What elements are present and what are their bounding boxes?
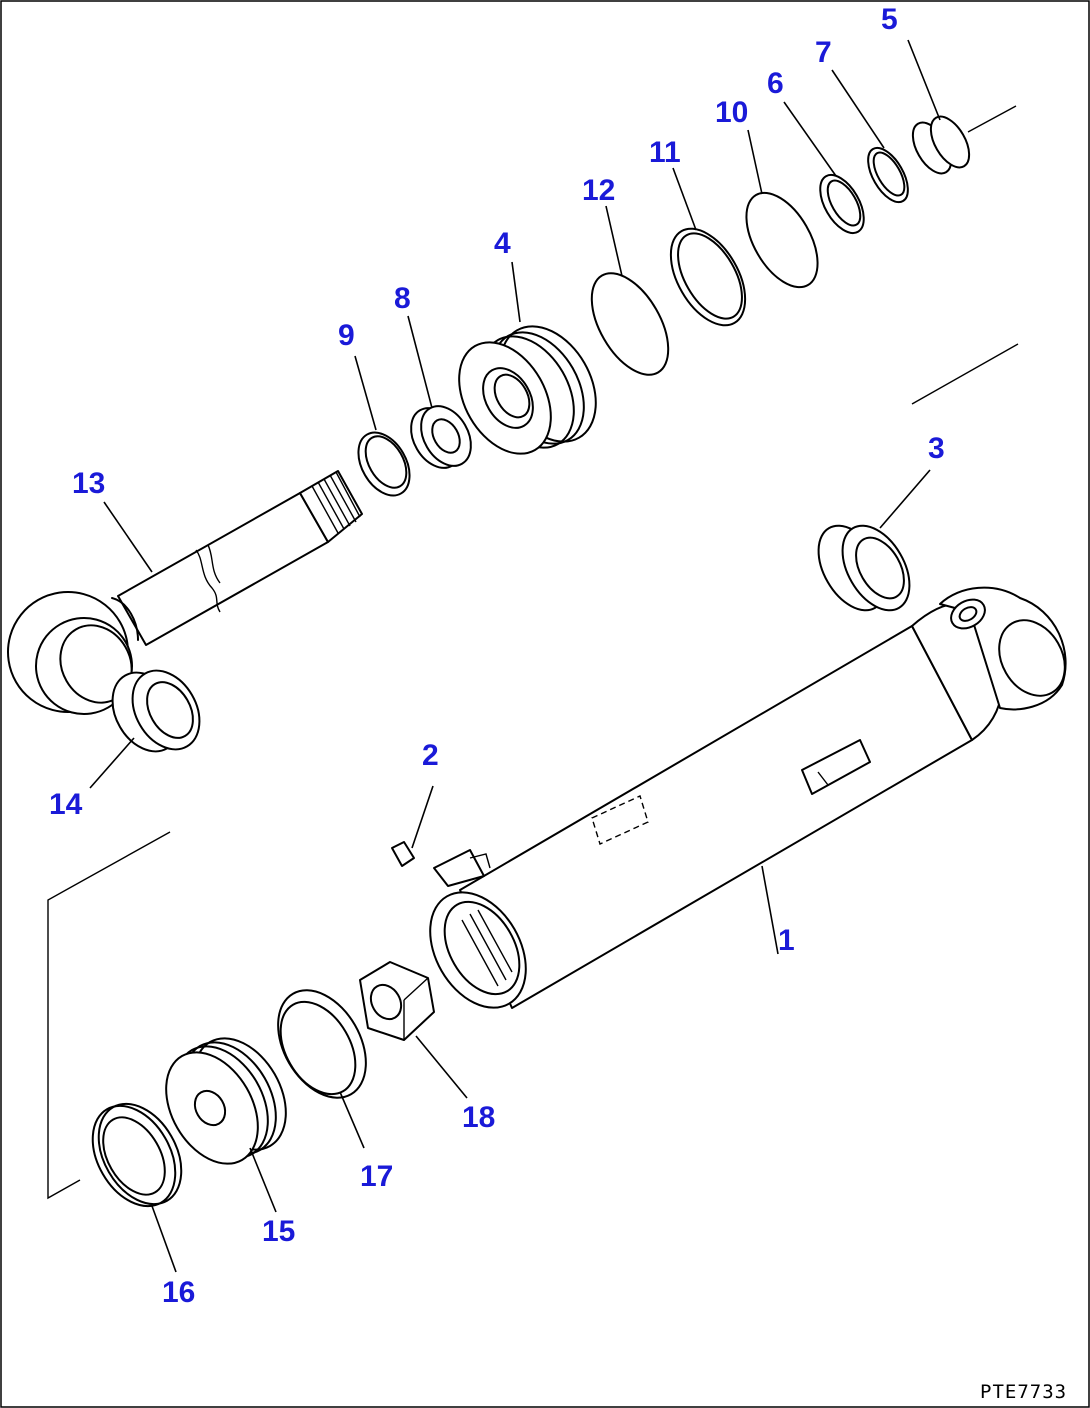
part-9-snap-ring	[357, 431, 411, 497]
callout-11: 11	[649, 136, 681, 169]
part-17-ring	[277, 989, 367, 1099]
part-10-ring	[745, 191, 819, 289]
callout-4: 4	[494, 227, 511, 260]
part-6-ring	[819, 174, 865, 234]
callout-6: 6	[767, 67, 784, 100]
part-8-nut	[410, 405, 472, 469]
callout-10: 10	[715, 96, 748, 129]
callout-1: 1	[778, 924, 795, 957]
part-16-ring	[91, 1102, 183, 1208]
callout-12: 12	[582, 174, 615, 207]
callout-3: 3	[928, 432, 945, 465]
part-5-bushing	[911, 105, 1017, 175]
callout-2: 2	[422, 739, 439, 772]
callout-14: 14	[49, 788, 83, 821]
callout-15: 15	[262, 1215, 295, 1248]
drawing-code: PTE7733	[980, 1381, 1067, 1403]
callout-16: 16	[162, 1276, 195, 1309]
part-12-ring	[590, 272, 670, 376]
part-2-grease-fitting	[391, 841, 491, 887]
part-14-bushing	[111, 669, 201, 753]
part-1-cylinder-tube	[429, 586, 1067, 1009]
callout-17: 17	[360, 1160, 393, 1193]
part-11-ring	[669, 227, 747, 327]
callout-9: 9	[338, 319, 355, 352]
callout-8: 8	[394, 282, 411, 315]
leader-lines	[89, 39, 941, 1273]
part-13-piston-rod	[7, 470, 363, 715]
callout-labels: 1 2 3 4 5 6 7 8 9 10 11 12 13 14 18 17 1…	[49, 3, 945, 1309]
callout-7: 7	[815, 36, 832, 69]
callout-5: 5	[881, 3, 898, 36]
part-15-piston	[165, 1037, 287, 1165]
part-3-bushing	[817, 524, 911, 612]
part-7-ring	[867, 146, 909, 204]
callout-13: 13	[72, 467, 105, 500]
reference-lines	[47, 343, 1019, 1200]
part-4-piston	[458, 325, 597, 455]
part-18-nut	[359, 961, 435, 1041]
callout-18: 18	[462, 1101, 495, 1134]
